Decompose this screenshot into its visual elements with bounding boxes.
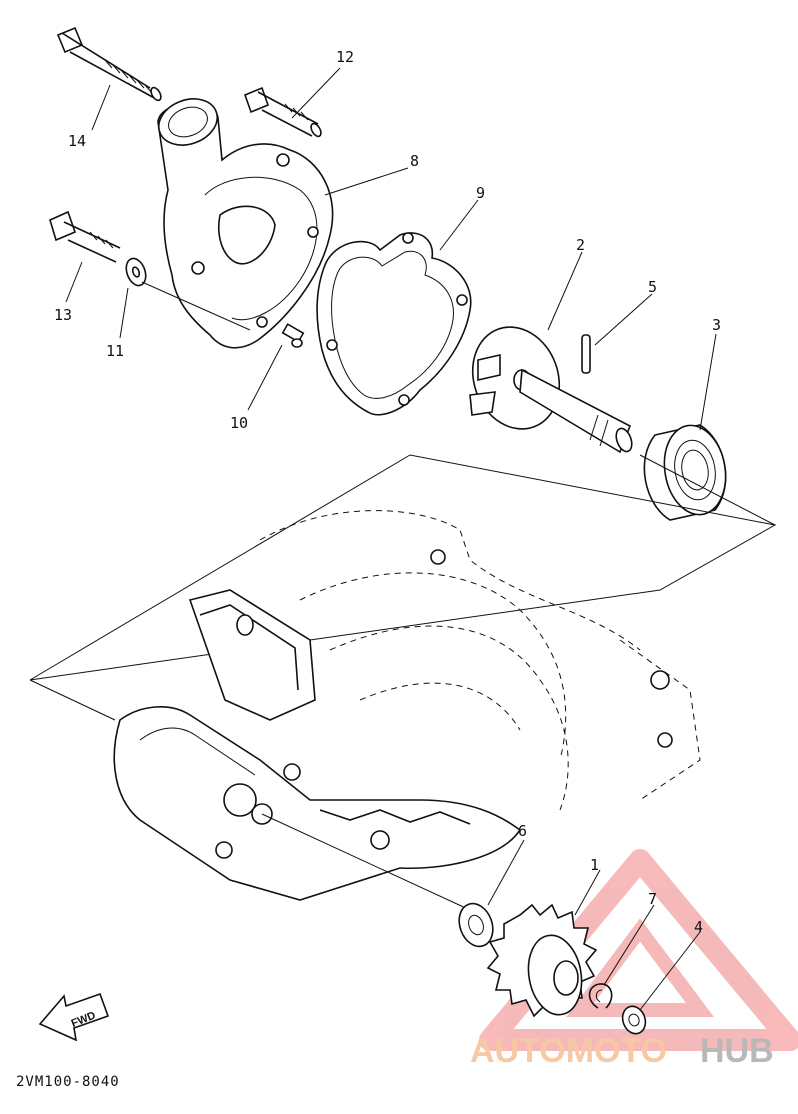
part-label-14: 14	[68, 132, 86, 150]
oil-seal-6	[458, 902, 494, 948]
dowel-pin-10	[281, 323, 305, 348]
part-label-12: 12	[336, 48, 354, 66]
washer-4	[621, 1005, 647, 1035]
watermark-brand-left: AUTOMOTO	[470, 1032, 667, 1070]
drive-gear-1	[486, 903, 598, 1018]
crankcase	[113, 510, 701, 901]
label-leaders	[65, 67, 717, 1011]
part-label-8: 8	[410, 152, 419, 170]
part-label-4: 4	[694, 918, 703, 936]
part-label-10: 10	[230, 414, 248, 432]
washer-11	[125, 257, 147, 287]
leader-line	[141, 281, 251, 331]
pin-5	[581, 334, 591, 374]
diagram-code: 2VM100-8040	[16, 1074, 120, 1090]
part-label-13: 13	[54, 306, 72, 324]
bolt-13	[49, 210, 121, 263]
gasket-9	[316, 232, 472, 416]
bearing-3	[643, 424, 727, 521]
part-label-6: 6	[518, 822, 527, 840]
part-label-11: 11	[106, 342, 124, 360]
part-label-1: 1	[590, 856, 599, 874]
leader-line	[261, 813, 471, 911]
bolt-long-14	[56, 26, 162, 102]
pump-housing-cover-8	[157, 98, 334, 349]
part-label-3: 3	[712, 316, 721, 334]
bolt-short-12	[243, 86, 322, 138]
impeller-shaft-2	[469, 326, 633, 454]
forward-arrow-icon: FWD	[38, 992, 110, 1042]
part-label-5: 5	[648, 278, 657, 296]
part-label-9: 9	[476, 184, 485, 202]
part-label-2: 2	[576, 236, 585, 254]
watermark-brand-right: HUB	[700, 1032, 774, 1070]
part-label-7: 7	[648, 890, 657, 908]
circlip-7	[588, 983, 613, 1009]
assembly-plane-lines	[29, 454, 777, 721]
